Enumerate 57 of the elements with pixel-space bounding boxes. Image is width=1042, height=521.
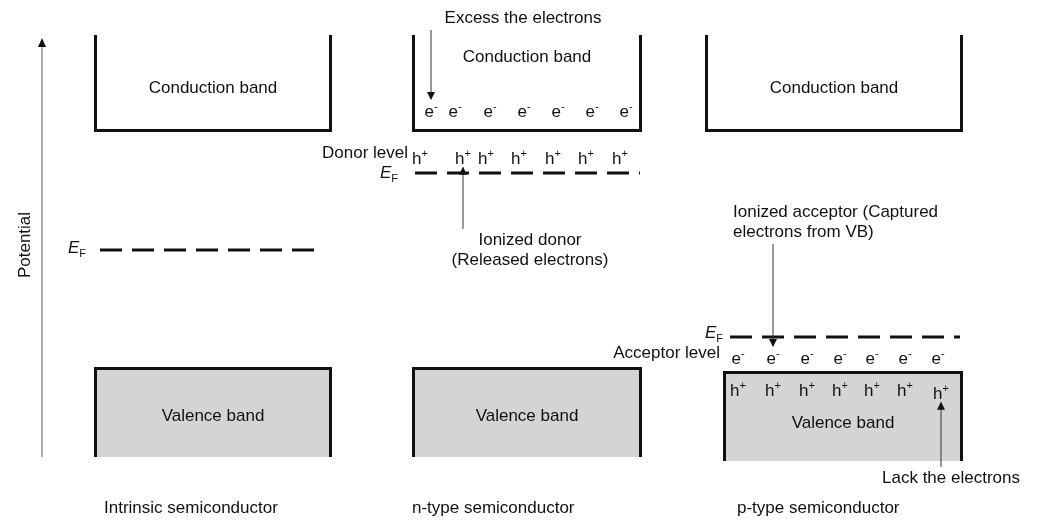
leader-line <box>937 401 945 468</box>
panel-caption: Intrinsic semiconductor <box>104 498 278 518</box>
band-label: Conduction band <box>768 78 900 98</box>
electron-symbol: e$^{-}$ <box>584 99 600 122</box>
electron-symbol: e$^{-}$ <box>482 99 498 122</box>
band-label: Conduction band <box>461 47 593 67</box>
conduction-band-box <box>94 35 332 132</box>
electron-symbol: e$^{-}$ <box>618 99 634 122</box>
band-label: Valence band <box>790 413 896 433</box>
electron-symbol: e$^{-}$ <box>799 346 815 369</box>
hole-symbol: h$^{+}$ <box>477 146 495 169</box>
panel-caption: n-type semiconductor <box>412 498 575 518</box>
hole-symbol: h$^{+}$ <box>411 146 429 169</box>
electron-symbol: e$^{-}$ <box>832 346 848 369</box>
hole-symbol: h$^{+}$ <box>729 378 747 401</box>
level-label: Donor level <box>321 143 408 163</box>
electron-symbol: e$^{-}$ <box>516 99 532 122</box>
hole-symbol: h$^{+}$ <box>544 146 562 169</box>
hole-symbol: h$^{+}$ <box>764 378 782 401</box>
hole-symbol: h$^{+}$ <box>451 143 475 169</box>
band-label: Conduction band <box>147 78 279 98</box>
electron-symbol: e$^{-}$ <box>447 99 463 122</box>
electron-symbol: e$^{-}$ <box>761 343 785 369</box>
hole-symbol: h$^{+}$ <box>831 378 849 401</box>
hole-symbol: h$^{+}$ <box>611 146 629 169</box>
valence-band-box <box>94 367 332 457</box>
hole-symbol: h$^{+}$ <box>510 146 528 169</box>
axis-title: Potential <box>15 210 35 281</box>
leader-line <box>769 243 777 347</box>
band-label: Valence band <box>160 406 266 426</box>
fermi-level-label: E$_{F}$ <box>705 323 724 346</box>
conduction-band-box <box>412 35 642 132</box>
electron-symbol: e$^{-}$ <box>930 346 946 369</box>
conduction-band-box <box>705 35 963 132</box>
leader-line <box>459 166 467 230</box>
electron-symbol: e$^{-}$ <box>897 346 913 369</box>
annotation-text: Ionized acceptor (Captured electrons from VB) <box>733 202 963 242</box>
level-label: Acceptor level <box>612 343 720 363</box>
panel-caption: p-type semiconductor <box>737 498 900 518</box>
valence-band-box <box>723 371 963 461</box>
electron-symbol: e$^{-}$ <box>550 99 566 122</box>
band-label: Valence band <box>474 406 580 426</box>
hole-symbol: h$^{+}$ <box>863 378 881 401</box>
fermi-level-label: E$_{F}$ <box>380 163 399 187</box>
hole-symbol: h$^{+}$ <box>798 378 816 401</box>
hole-symbol: h$^{+}$ <box>577 146 595 169</box>
annotation-text: Lack the electrons <box>862 468 1040 488</box>
annotation-text: Excess the electrons <box>378 8 668 28</box>
fermi-level-label: E$_{F}$ <box>68 238 87 262</box>
electron-symbol: e$^{-}$ <box>419 96 443 122</box>
hole-symbol: h$^{+}$ <box>929 378 953 404</box>
annotation-text: Ionized donor (Released electrons) <box>445 230 615 270</box>
electron-symbol: e$^{-}$ <box>864 346 880 369</box>
valence-band-box <box>412 367 642 457</box>
electron-symbol: e$^{-}$ <box>730 346 746 369</box>
leader-line <box>427 29 435 100</box>
hole-symbol: h$^{+}$ <box>896 378 914 401</box>
